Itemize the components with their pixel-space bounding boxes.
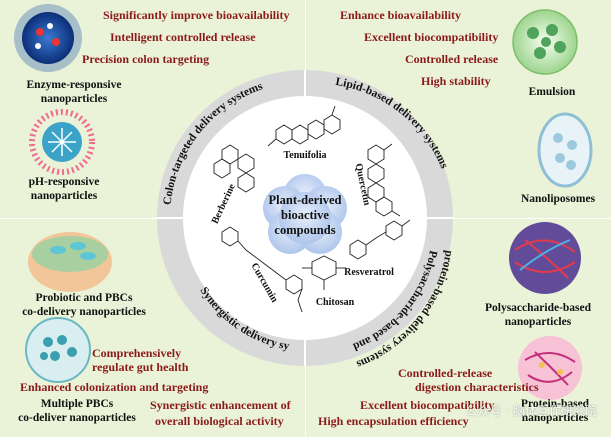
feature-gut-health: regulate gut health: [92, 360, 189, 374]
emulsion-icon: [512, 9, 578, 75]
molecule-label-resveratrol: Resveratrol: [344, 267, 394, 278]
ph-nanoparticle-icon: [29, 109, 95, 175]
chitosan-structure-icon: [302, 255, 346, 290]
feature-controlled-release-br: Controlled-release: [398, 366, 493, 380]
center-title-line3: compounds: [274, 223, 335, 237]
feature-biocompatibility: Excellent biocompatibility: [364, 30, 499, 44]
feature-enhance-bioavailability: Enhance bioavailability: [340, 8, 462, 22]
curcumin-structure-icon: [221, 226, 303, 313]
label-nanoliposomes: Nanoliposomes: [520, 193, 596, 205]
resveratrol-structure-icon: [349, 219, 411, 260]
watermark: 公众号 · 脑体互作研究院: [465, 404, 597, 418]
feature-intelligent-release: Intelligent controlled release: [110, 30, 256, 44]
center-title-line1: Plant-derived: [269, 193, 342, 207]
feature-synergistic-enhancement: Synergistic enhancement of: [150, 398, 291, 412]
feature-colon-targeting: Precision colon targeting: [82, 52, 210, 66]
enzyme-nanoparticle-icon: [14, 4, 82, 72]
feature-digestion: digestion characteristics: [415, 380, 539, 394]
center-title-line2: bioactive: [281, 208, 329, 222]
center-flower-icon: [263, 174, 347, 254]
tenuifolia-structure-icon: [267, 105, 341, 147]
probiotic-nanoparticle-icon: [28, 232, 112, 292]
multiple-pbc-nanoparticle-icon: [25, 317, 91, 383]
feature-biocompatibility-br: Excellent biocompatibility: [360, 398, 495, 412]
feature-controlled-release: Controlled release: [405, 52, 499, 66]
nanoliposome-icon: [537, 112, 593, 188]
polysaccharide-nanoparticle-icon: [509, 222, 581, 294]
feature-biological-activity: overall biological activity: [155, 414, 284, 428]
feature-encapsulation: High encapsulation efficiency: [318, 414, 469, 428]
molecule-label-chitosan: Chitosan: [316, 297, 355, 308]
protein-nanoparticle-icon: [518, 336, 582, 400]
feature-high-stability: High stability: [421, 74, 491, 88]
feature-colonization: Enhanced colonization and targeting: [20, 380, 209, 394]
label-emulsion: Emulsion: [528, 86, 576, 98]
molecule-label-tenuifolia: Tenuifolia: [284, 150, 327, 161]
feature-comprehensively: Comprehensively: [92, 346, 182, 360]
berberine-structure-icon: [213, 144, 255, 193]
feature-bioavailability: Significantly improve bioavailability: [103, 8, 290, 22]
quercetin-structure-icon: [367, 143, 401, 217]
